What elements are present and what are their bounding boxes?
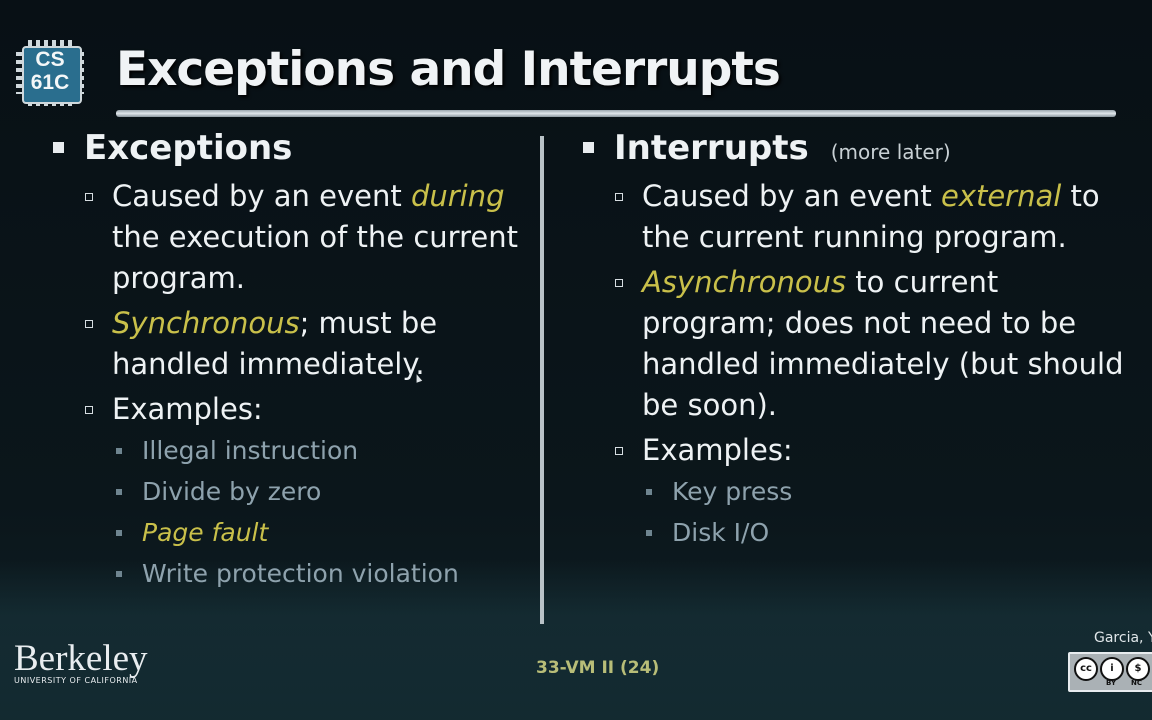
column-divider bbox=[540, 136, 544, 624]
noncommercial-icon: $ bbox=[1126, 657, 1150, 681]
creative-commons-badge: cc i $ BY NC bbox=[1068, 652, 1152, 692]
example-text: Key press bbox=[672, 477, 793, 506]
exceptions-examples-label: Examples: bbox=[112, 392, 263, 426]
small-square-bullet-icon bbox=[116, 530, 122, 536]
exceptions-cause-pre: Caused by an event bbox=[112, 179, 411, 213]
berkeley-logo: Berkeley UNIVERSITY OF CALIFORNIA bbox=[14, 638, 148, 686]
chip-pins-left bbox=[16, 52, 22, 94]
small-square-bullet-icon bbox=[646, 489, 652, 495]
interrupts-async-post: to current program; does not need to be … bbox=[642, 265, 1124, 422]
interrupts-column: Interrupts (more later) Caused by an even… bbox=[580, 124, 1140, 553]
logo-text: CS 61C bbox=[22, 48, 78, 94]
interrupts-cause-post: to the current running program. bbox=[642, 179, 1100, 254]
exceptions-column: Exceptions Caused by an event during the… bbox=[50, 124, 530, 594]
cs61c-logo: CS 61C bbox=[14, 40, 86, 106]
example-text: Page fault bbox=[142, 518, 269, 547]
square-bullet-icon bbox=[53, 142, 64, 153]
small-square-bullet-icon bbox=[646, 530, 652, 536]
cc-label-nc: NC bbox=[1131, 679, 1142, 687]
logo-line-2: 61C bbox=[30, 71, 70, 94]
interrupts-bullet-examples: Examples: bbox=[580, 430, 1140, 471]
cc-icon: cc bbox=[1074, 657, 1098, 681]
title-rule bbox=[116, 110, 1116, 117]
interrupts-heading: Interrupts (more later) bbox=[580, 124, 1140, 172]
hollow-square-bullet-icon bbox=[615, 279, 623, 287]
exception-example-page-fault: Page fault bbox=[50, 512, 530, 553]
chip-pins-top bbox=[28, 40, 72, 46]
footer-band bbox=[0, 560, 1152, 720]
exceptions-heading: Exceptions bbox=[50, 124, 530, 172]
interrupts-examples-label: Examples: bbox=[642, 433, 793, 467]
interrupts-async-em: Asynchronous bbox=[642, 265, 847, 299]
hollow-square-bullet-icon bbox=[615, 447, 623, 455]
interrupts-cause-em: external bbox=[940, 179, 1062, 213]
exception-example-divide-by-zero: Divide by zero bbox=[50, 471, 530, 512]
exceptions-sync-post: ; must be handled immediately. bbox=[112, 306, 438, 381]
exceptions-cause-post: the execution of the current program. bbox=[112, 220, 518, 295]
more-later-note: (more later) bbox=[830, 140, 951, 164]
logo-line-1: CS bbox=[35, 48, 65, 71]
exceptions-heading-text: Exceptions bbox=[84, 128, 293, 168]
exception-example-illegal-instruction: Illegal instruction bbox=[50, 430, 530, 471]
example-text: Divide by zero bbox=[142, 477, 322, 506]
small-square-bullet-icon bbox=[116, 489, 122, 495]
square-bullet-icon bbox=[583, 142, 594, 153]
cc-label-by: BY bbox=[1106, 679, 1117, 687]
exceptions-bullet-examples: Examples: bbox=[50, 389, 530, 430]
exceptions-sync-em: Synchronous bbox=[112, 306, 300, 340]
example-text: Illegal instruction bbox=[142, 436, 359, 465]
chip-body bbox=[22, 46, 82, 104]
slide-number: 33-VM II (24) bbox=[536, 658, 660, 678]
hollow-square-bullet-icon bbox=[85, 320, 93, 328]
author-credit: Garcia, Yo bbox=[1094, 630, 1152, 646]
interrupts-bullet-cause: Caused by an event external to the curre… bbox=[580, 176, 1140, 258]
by-person-icon: i bbox=[1100, 657, 1124, 681]
interrupts-heading-text: Interrupts bbox=[614, 128, 809, 168]
interrupt-example-key-press: Key press bbox=[580, 471, 1140, 512]
interrupt-example-disk-io: Disk I/O bbox=[580, 512, 1140, 553]
berkeley-wordmark: Berkeley bbox=[14, 638, 148, 679]
interrupts-cause-pre: Caused by an event bbox=[642, 179, 941, 213]
interrupts-bullet-asynchronous: Asynchronous to current program; does no… bbox=[580, 262, 1140, 426]
berkeley-subtitle: UNIVERSITY OF CALIFORNIA bbox=[14, 676, 138, 685]
exceptions-bullet-synchronous: Synchronous; must be handled immediately… bbox=[50, 303, 530, 385]
small-square-bullet-icon bbox=[116, 571, 122, 577]
exceptions-bullet-cause: Caused by an event during the execution … bbox=[50, 176, 530, 299]
hollow-square-bullet-icon bbox=[85, 406, 93, 414]
hollow-square-bullet-icon bbox=[615, 193, 623, 201]
exceptions-cause-em: during bbox=[410, 179, 505, 213]
small-square-bullet-icon bbox=[116, 448, 122, 454]
example-text: Disk I/O bbox=[672, 518, 770, 547]
exception-example-write-protection: Write protection violation bbox=[50, 553, 530, 594]
example-text: Write protection violation bbox=[142, 559, 459, 588]
hollow-square-bullet-icon bbox=[85, 193, 93, 201]
slide-title: Exceptions and Interrupts bbox=[116, 42, 781, 97]
